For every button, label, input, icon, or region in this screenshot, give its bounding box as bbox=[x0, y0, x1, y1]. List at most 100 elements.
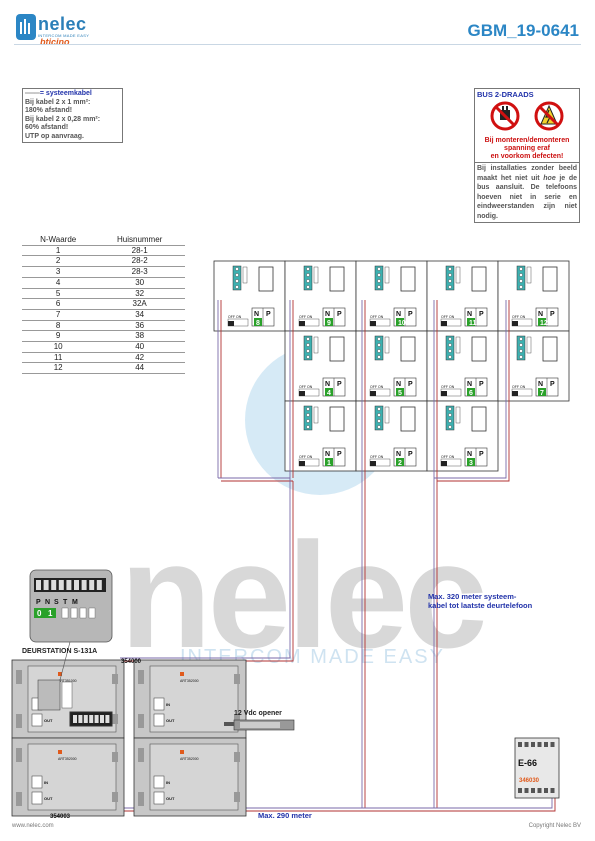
module-model: ART352000 bbox=[180, 757, 199, 761]
terminal-screw bbox=[306, 267, 310, 271]
inset-letter: M bbox=[72, 599, 78, 606]
np-label-p: P bbox=[479, 381, 484, 388]
inset-pin bbox=[43, 580, 49, 590]
cable-note-box: ═══= systeemkabel Bij kabel 2 x 1 mm²: 1… bbox=[22, 88, 123, 143]
phone-frame bbox=[426, 260, 499, 332]
terminal-screw bbox=[448, 279, 452, 283]
connector-in-label: IN bbox=[166, 702, 170, 707]
jumper-block bbox=[455, 336, 461, 354]
terminal-screw bbox=[448, 273, 452, 277]
phone-frame bbox=[213, 260, 286, 332]
n-value-number: 2 bbox=[398, 460, 402, 467]
terminal-screw bbox=[448, 413, 452, 417]
jumper-block bbox=[526, 266, 532, 284]
module-body bbox=[149, 665, 239, 733]
document-id: GBM_19-0641 bbox=[467, 21, 579, 40]
terminal-screw bbox=[448, 349, 452, 353]
off-on-label: OFF ON bbox=[370, 455, 384, 459]
inset-pin bbox=[51, 580, 57, 590]
inset-dip bbox=[61, 607, 69, 619]
speaker-module bbox=[37, 679, 61, 711]
terminal-screw bbox=[519, 343, 523, 347]
inset-pin bbox=[66, 580, 72, 590]
terminal-screw bbox=[306, 285, 310, 289]
phone-frame bbox=[355, 400, 428, 472]
no-power-icons bbox=[490, 101, 564, 131]
connector-pin bbox=[83, 715, 88, 723]
bticino-logo: bticino bbox=[40, 37, 70, 47]
np-label-n: N bbox=[254, 311, 259, 318]
terminal-screw bbox=[519, 285, 523, 289]
np-label-p: P bbox=[337, 311, 342, 318]
bus-terminal bbox=[516, 265, 526, 291]
np-label-n: N bbox=[396, 381, 401, 388]
connector-pin bbox=[89, 715, 94, 723]
module-body bbox=[149, 743, 239, 811]
terminal-screw bbox=[448, 285, 452, 289]
psu-terminal bbox=[524, 788, 529, 793]
connector-pin bbox=[94, 715, 99, 723]
terminal-screw bbox=[377, 355, 381, 359]
np-label-p: P bbox=[479, 311, 484, 318]
phone-frame bbox=[426, 330, 499, 402]
phone-frame bbox=[426, 400, 499, 472]
terminal-screw bbox=[448, 337, 452, 341]
table-cell: 7 bbox=[22, 309, 95, 321]
terminal-screw bbox=[519, 267, 523, 271]
table-cell: 36 bbox=[94, 320, 185, 332]
jumper-block bbox=[313, 266, 319, 284]
n-value-badge bbox=[396, 458, 404, 466]
connector-pin bbox=[73, 715, 77, 723]
table-cell: 11 bbox=[22, 352, 95, 364]
jumper-block bbox=[313, 336, 319, 354]
psu-terminal bbox=[544, 788, 548, 793]
bticino-badge bbox=[180, 672, 184, 676]
np-label-n: N bbox=[538, 311, 543, 318]
np-label-n: N bbox=[396, 451, 401, 458]
n-value-badge bbox=[467, 388, 475, 396]
logo-subtitle: INTERCOM MADE EASY bbox=[38, 33, 90, 38]
terminal-screw bbox=[235, 267, 239, 271]
terminal-screw bbox=[306, 273, 310, 277]
table-header: N-Waarde bbox=[22, 235, 95, 246]
cable-note-line: Bij kabel 2 x 0,28 mm²: bbox=[25, 115, 101, 123]
bus-terminal bbox=[303, 405, 313, 431]
handset-icon bbox=[329, 336, 345, 362]
phone-frame bbox=[284, 260, 357, 332]
np-label-n: N bbox=[467, 451, 472, 458]
table-cell: 42 bbox=[94, 352, 185, 364]
table-cell: 8 bbox=[22, 320, 95, 332]
module-body bbox=[27, 743, 117, 811]
bus-wire-blue bbox=[434, 300, 507, 479]
terminal-screw bbox=[306, 337, 310, 341]
terminal-screw bbox=[519, 273, 523, 277]
terminal-screw bbox=[377, 273, 381, 277]
switch-knob bbox=[441, 391, 447, 396]
switch-knob bbox=[512, 321, 518, 326]
jumper-block bbox=[313, 406, 319, 424]
phone-frame bbox=[355, 260, 428, 332]
module-clip bbox=[234, 674, 240, 684]
terminal-screw bbox=[448, 407, 452, 411]
inset-pin bbox=[81, 580, 87, 590]
switch-knob bbox=[299, 391, 305, 396]
module-clip bbox=[16, 792, 22, 806]
handset-icon bbox=[400, 406, 416, 432]
terminal-screw bbox=[448, 419, 452, 423]
off-on-label: OFF ON bbox=[299, 455, 313, 459]
switch-knob bbox=[512, 391, 518, 396]
n-value-number: 5 bbox=[398, 390, 402, 397]
connector-out bbox=[153, 713, 165, 727]
terminal-screw bbox=[377, 337, 381, 341]
